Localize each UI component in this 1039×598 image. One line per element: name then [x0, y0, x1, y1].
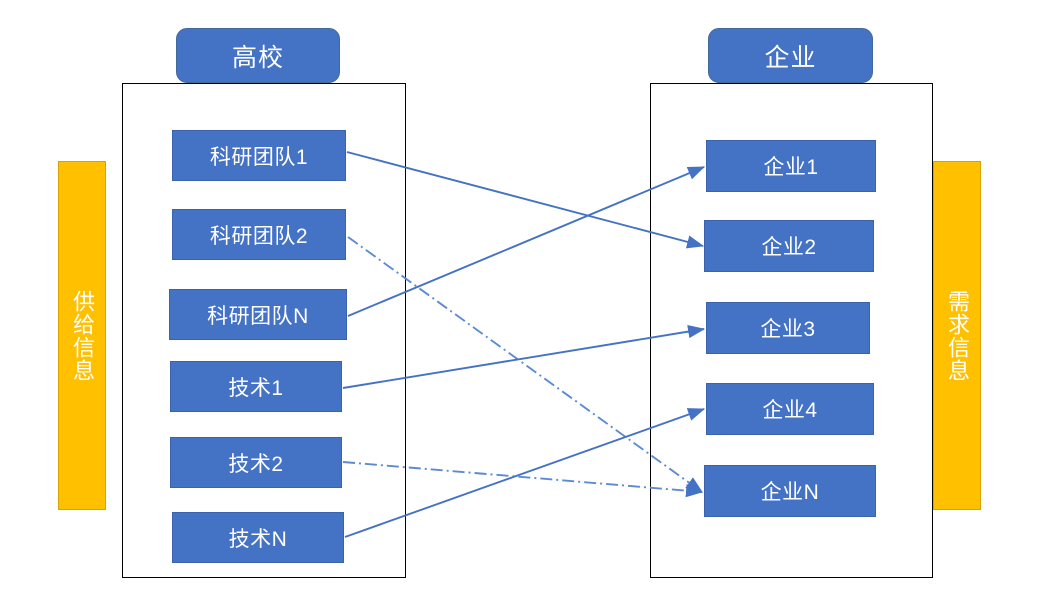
node-label: 技术1 [228, 376, 284, 400]
node-research-team-2[interactable]: 科研团队2 [172, 209, 346, 260]
node-technology-2[interactable]: 技术2 [170, 437, 342, 488]
node-research-team-1[interactable]: 科研团队1 [172, 130, 346, 181]
node-research-team-n[interactable]: 科研团队N [169, 289, 347, 340]
node-label: 科研团队N [207, 304, 309, 328]
university-header-label: 高校 [231, 43, 284, 72]
node-label: 科研团队1 [209, 145, 309, 169]
node-technology-1[interactable]: 技术1 [170, 361, 342, 412]
demand-info-panel: 需求信息 [933, 161, 981, 510]
node-label: 技术N [228, 527, 288, 551]
node-label: 企业3 [760, 318, 816, 341]
node-enterprise-n[interactable]: 企业N [704, 465, 876, 517]
node-enterprise-2[interactable]: 企业2 [704, 220, 874, 272]
node-enterprise-3[interactable]: 企业3 [706, 302, 870, 354]
node-enterprise-4[interactable]: 企业4 [706, 383, 874, 435]
node-label: 企业N [760, 481, 820, 504]
node-label: 技术2 [228, 452, 284, 476]
node-technology-n[interactable]: 技术N [172, 512, 344, 563]
node-label: 科研团队2 [209, 224, 309, 248]
demand-info-label: 需求信息 [944, 289, 970, 382]
node-label: 企业1 [763, 156, 819, 179]
supply-info-label: 供给信息 [69, 289, 95, 382]
node-label: 企业4 [762, 399, 818, 422]
node-label: 企业2 [761, 236, 817, 259]
supply-info-panel: 供给信息 [58, 161, 106, 510]
enterprise-header-pill[interactable]: 企业 [708, 28, 873, 83]
university-header-pill[interactable]: 高校 [176, 28, 340, 83]
node-enterprise-1[interactable]: 企业1 [706, 140, 876, 192]
enterprise-header-label: 企业 [764, 43, 817, 72]
